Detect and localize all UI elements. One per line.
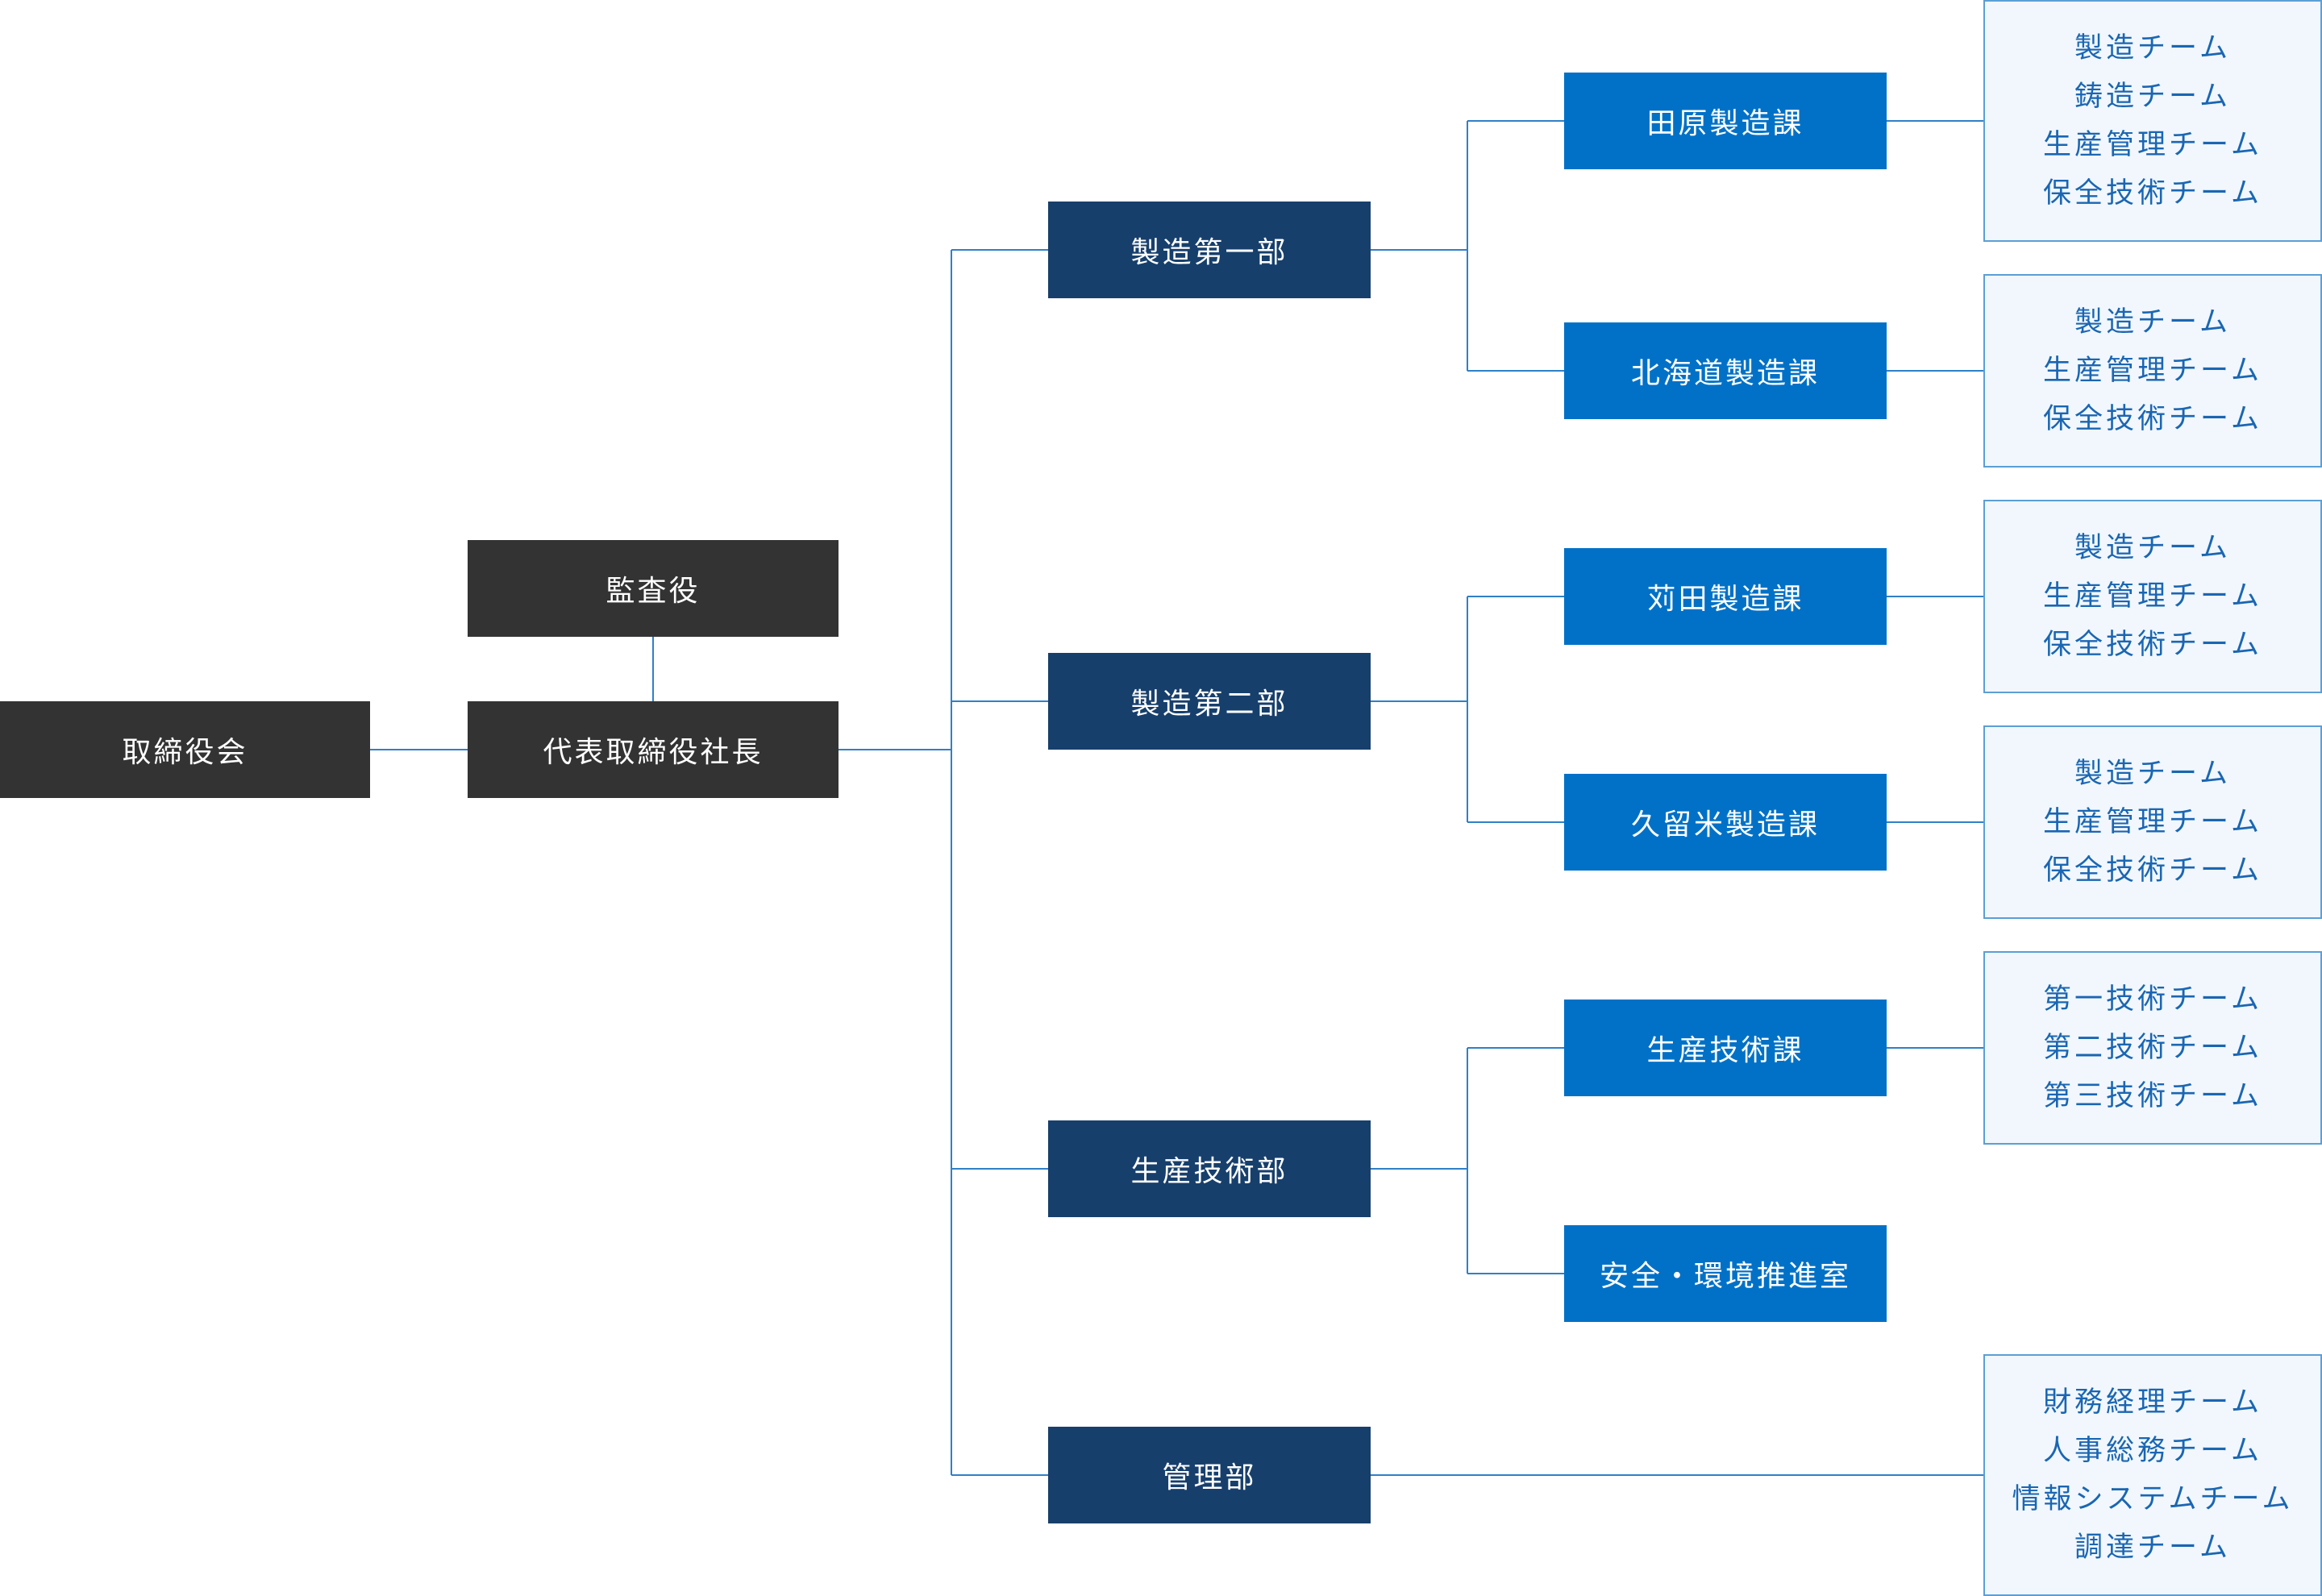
team-label: 保全技術チーム bbox=[2043, 177, 2262, 210]
team-label: 生産管理チーム bbox=[2043, 129, 2262, 161]
section-safety-environment: 安全・環境推進室 bbox=[1564, 1225, 1887, 1322]
section-hokkaido: 北海道製造課 bbox=[1564, 322, 1887, 419]
team-label: 第二技術チーム bbox=[2043, 1032, 2262, 1064]
teams-administration: 財務経理チーム 人事総務チーム 情報システムチーム 調達チーム bbox=[1983, 1354, 2322, 1596]
team-label: 保全技術チーム bbox=[2043, 403, 2262, 435]
team-label: 調達チーム bbox=[2074, 1532, 2231, 1564]
teams-kurume: 製造チーム 生産管理チーム 保全技術チーム bbox=[1983, 725, 2322, 919]
dept-manufacturing-1: 製造第一部 bbox=[1048, 202, 1371, 298]
section-tahara: 田原製造課 bbox=[1564, 73, 1887, 169]
teams-kanda: 製造チーム 生産管理チーム 保全技術チーム bbox=[1983, 500, 2322, 693]
president-box: 代表取締役社長 bbox=[468, 701, 838, 798]
team-label: 人事総務チーム bbox=[2043, 1435, 2262, 1467]
team-label: 保全技術チーム bbox=[2043, 629, 2262, 661]
dept-manufacturing-2: 製造第二部 bbox=[1048, 653, 1371, 750]
teams-hokkaido: 製造チーム 生産管理チーム 保全技術チーム bbox=[1983, 274, 2322, 468]
team-label: 生産管理チーム bbox=[2043, 355, 2262, 387]
team-label: 鋳造チーム bbox=[2074, 81, 2231, 113]
team-label: 製造チーム bbox=[2074, 32, 2231, 64]
section-kurume: 久留米製造課 bbox=[1564, 774, 1887, 871]
dept-production-engineering: 生産技術部 bbox=[1048, 1120, 1371, 1217]
team-label: 保全技術チーム bbox=[2043, 854, 2262, 887]
team-label: 製造チーム bbox=[2074, 758, 2231, 790]
auditor-box: 監査役 bbox=[468, 540, 838, 637]
team-label: 生産管理チーム bbox=[2043, 580, 2262, 613]
team-label: 第一技術チーム bbox=[2043, 983, 2262, 1016]
teams-tahara: 製造チーム 鋳造チーム 生産管理チーム 保全技術チーム bbox=[1983, 0, 2322, 242]
team-label: 製造チーム bbox=[2074, 306, 2231, 339]
team-label: 製造チーム bbox=[2074, 532, 2231, 564]
section-production-engineering: 生産技術課 bbox=[1564, 1000, 1887, 1096]
team-label: 第三技術チーム bbox=[2043, 1080, 2262, 1112]
section-kanda: 苅田製造課 bbox=[1564, 548, 1887, 645]
teams-production-engineering: 第一技術チーム 第二技術チーム 第三技術チーム bbox=[1983, 951, 2322, 1145]
board-of-directors-box: 取締役会 bbox=[0, 701, 370, 798]
team-label: 情報システムチーム bbox=[2012, 1483, 2294, 1515]
team-label: 財務経理チーム bbox=[2043, 1386, 2262, 1419]
dept-administration: 管理部 bbox=[1048, 1427, 1371, 1523]
team-label: 生産管理チーム bbox=[2043, 806, 2262, 838]
